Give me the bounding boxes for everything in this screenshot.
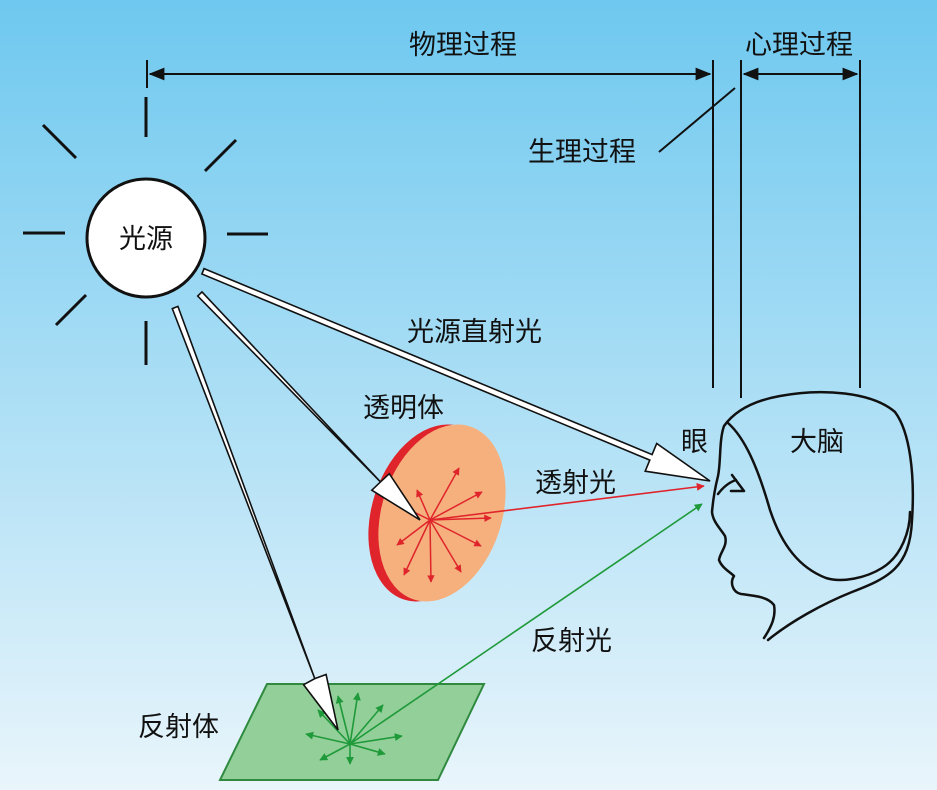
reflected-light-label: 反射光 bbox=[531, 626, 612, 657]
eye-label: 眼 bbox=[681, 427, 708, 458]
reflected-scatter-rays bbox=[305, 692, 403, 765]
reflected-light-ray bbox=[349, 503, 703, 745]
brain-label: 大脑 bbox=[790, 427, 844, 458]
direct-light-label: 光源直射光 bbox=[407, 317, 542, 348]
head-profile bbox=[710, 390, 915, 642]
sun-rays bbox=[23, 97, 268, 365]
transmitted-scatter-rays bbox=[396, 467, 492, 583]
light-source-circle bbox=[85, 177, 207, 299]
physical-process-label: 物理过程 bbox=[409, 30, 517, 61]
reflector-arrow bbox=[171, 305, 339, 731]
direct-light-arrow bbox=[200, 267, 711, 482]
reflector-label: 反射体 bbox=[138, 712, 219, 743]
light-source-label: 光源 bbox=[119, 224, 173, 255]
physiological-process-label: 生理过程 bbox=[528, 137, 636, 168]
process-dimension-lines bbox=[146, 60, 861, 398]
transmitted-light-label: 透射光 bbox=[535, 468, 616, 499]
transparent-body-arrow bbox=[196, 290, 421, 521]
transmitted-light-ray bbox=[429, 482, 705, 521]
transparent-body-label: 透明体 bbox=[363, 393, 444, 424]
psychological-process-label: 心理过程 bbox=[745, 30, 853, 61]
